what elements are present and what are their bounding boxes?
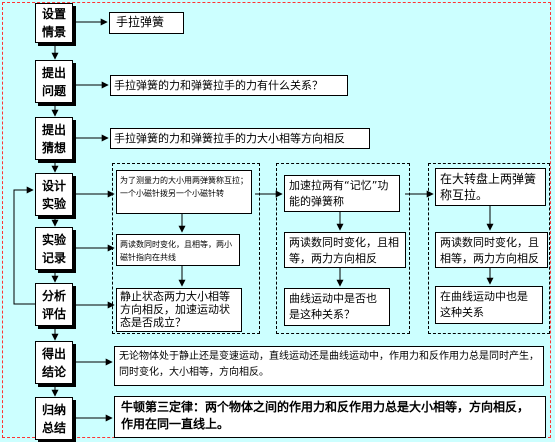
- col2-analysis-box: 曲线运动中是否也是这种关系？: [284, 288, 390, 326]
- experiment-group-2: [276, 163, 410, 334]
- step-label-1: 分析: [41, 288, 66, 303]
- step-experiment-record: 实验 记录: [35, 227, 73, 270]
- col1-design-box: 为了测量力的大小用两弹簧称互拉；一个小磁针拨另一个小磁针转: [116, 170, 252, 214]
- step-summary: 归纳 总结: [35, 397, 73, 440]
- step-design-experiment: 设计 实验: [35, 173, 73, 216]
- feedback-loop-arrow: [13, 186, 35, 305]
- summary-box: 牛顿第三定律：两个物体之间的作用力和反作用力总是大小相等，方向相反，作用在同一直…: [114, 396, 546, 438]
- step-label-1: 设计: [41, 178, 66, 193]
- step-analysis-evaluation: 分析 评估: [35, 283, 73, 326]
- step-label-2: 问题: [41, 83, 66, 98]
- step-label-2: 总结: [41, 420, 66, 435]
- col2-design-box: 加速拉两有“记忆”功能的弹簧称: [284, 175, 400, 212]
- col3-design-box: 在大转盘上两弹簧称互拉。: [435, 168, 546, 206]
- col3-record-box: 两读数同时变化，且相等，两力方向相反: [435, 232, 548, 268]
- step-label-1: 提出: [41, 122, 66, 137]
- step-label-2: 猜想: [41, 140, 66, 155]
- step-label-2: 记录: [41, 250, 66, 265]
- step-label-1: 得出: [41, 346, 66, 361]
- question-box: 手拉弹簧的力和弹簧拉手的力有什么关系？: [110, 75, 348, 96]
- hypothesis-box: 手拉弹簧的力和弹簧拉手的力大小相等方向相反: [110, 128, 370, 149]
- col3-analysis-box: 在曲线运动中也是这种关系: [435, 286, 543, 324]
- step-label-2: 评估: [41, 306, 66, 321]
- step-label-1: 设置: [41, 7, 66, 21]
- col2-record-box: 两读数同时变化，且相等，两力方向相反: [284, 232, 406, 268]
- step-raise-question: 提出 问题: [35, 60, 73, 103]
- experiment-group-3: [428, 163, 550, 334]
- scenario-box: 手拉弹簧: [109, 12, 184, 34]
- step-label-2: 情景: [41, 25, 66, 39]
- step-label-2: 结论: [41, 364, 66, 379]
- step-label-1: 归纳: [41, 402, 66, 417]
- experiment-group-1: [112, 163, 260, 334]
- col1-analysis-box: 静止状态两力大小相等方向相反，加速运动状态是否成立？: [116, 288, 242, 332]
- step-conclusion: 得出 结论: [35, 341, 73, 384]
- step-setup-scenario: 设置 情景: [35, 3, 73, 43]
- step-label-1: 提出: [41, 65, 66, 80]
- step-hypothesis: 提出 猜想: [35, 117, 73, 160]
- conclusion-box: 无论物体处于静止还是变速运动，直线运动还是曲线运动中，作用力和反作用力总是同时产…: [114, 346, 544, 386]
- step-label-1: 实验: [41, 232, 66, 247]
- col1-record-box: 两读数同时变化，且相等，两小磁针指向在共线: [116, 234, 240, 266]
- step-label-2: 实验: [41, 196, 66, 211]
